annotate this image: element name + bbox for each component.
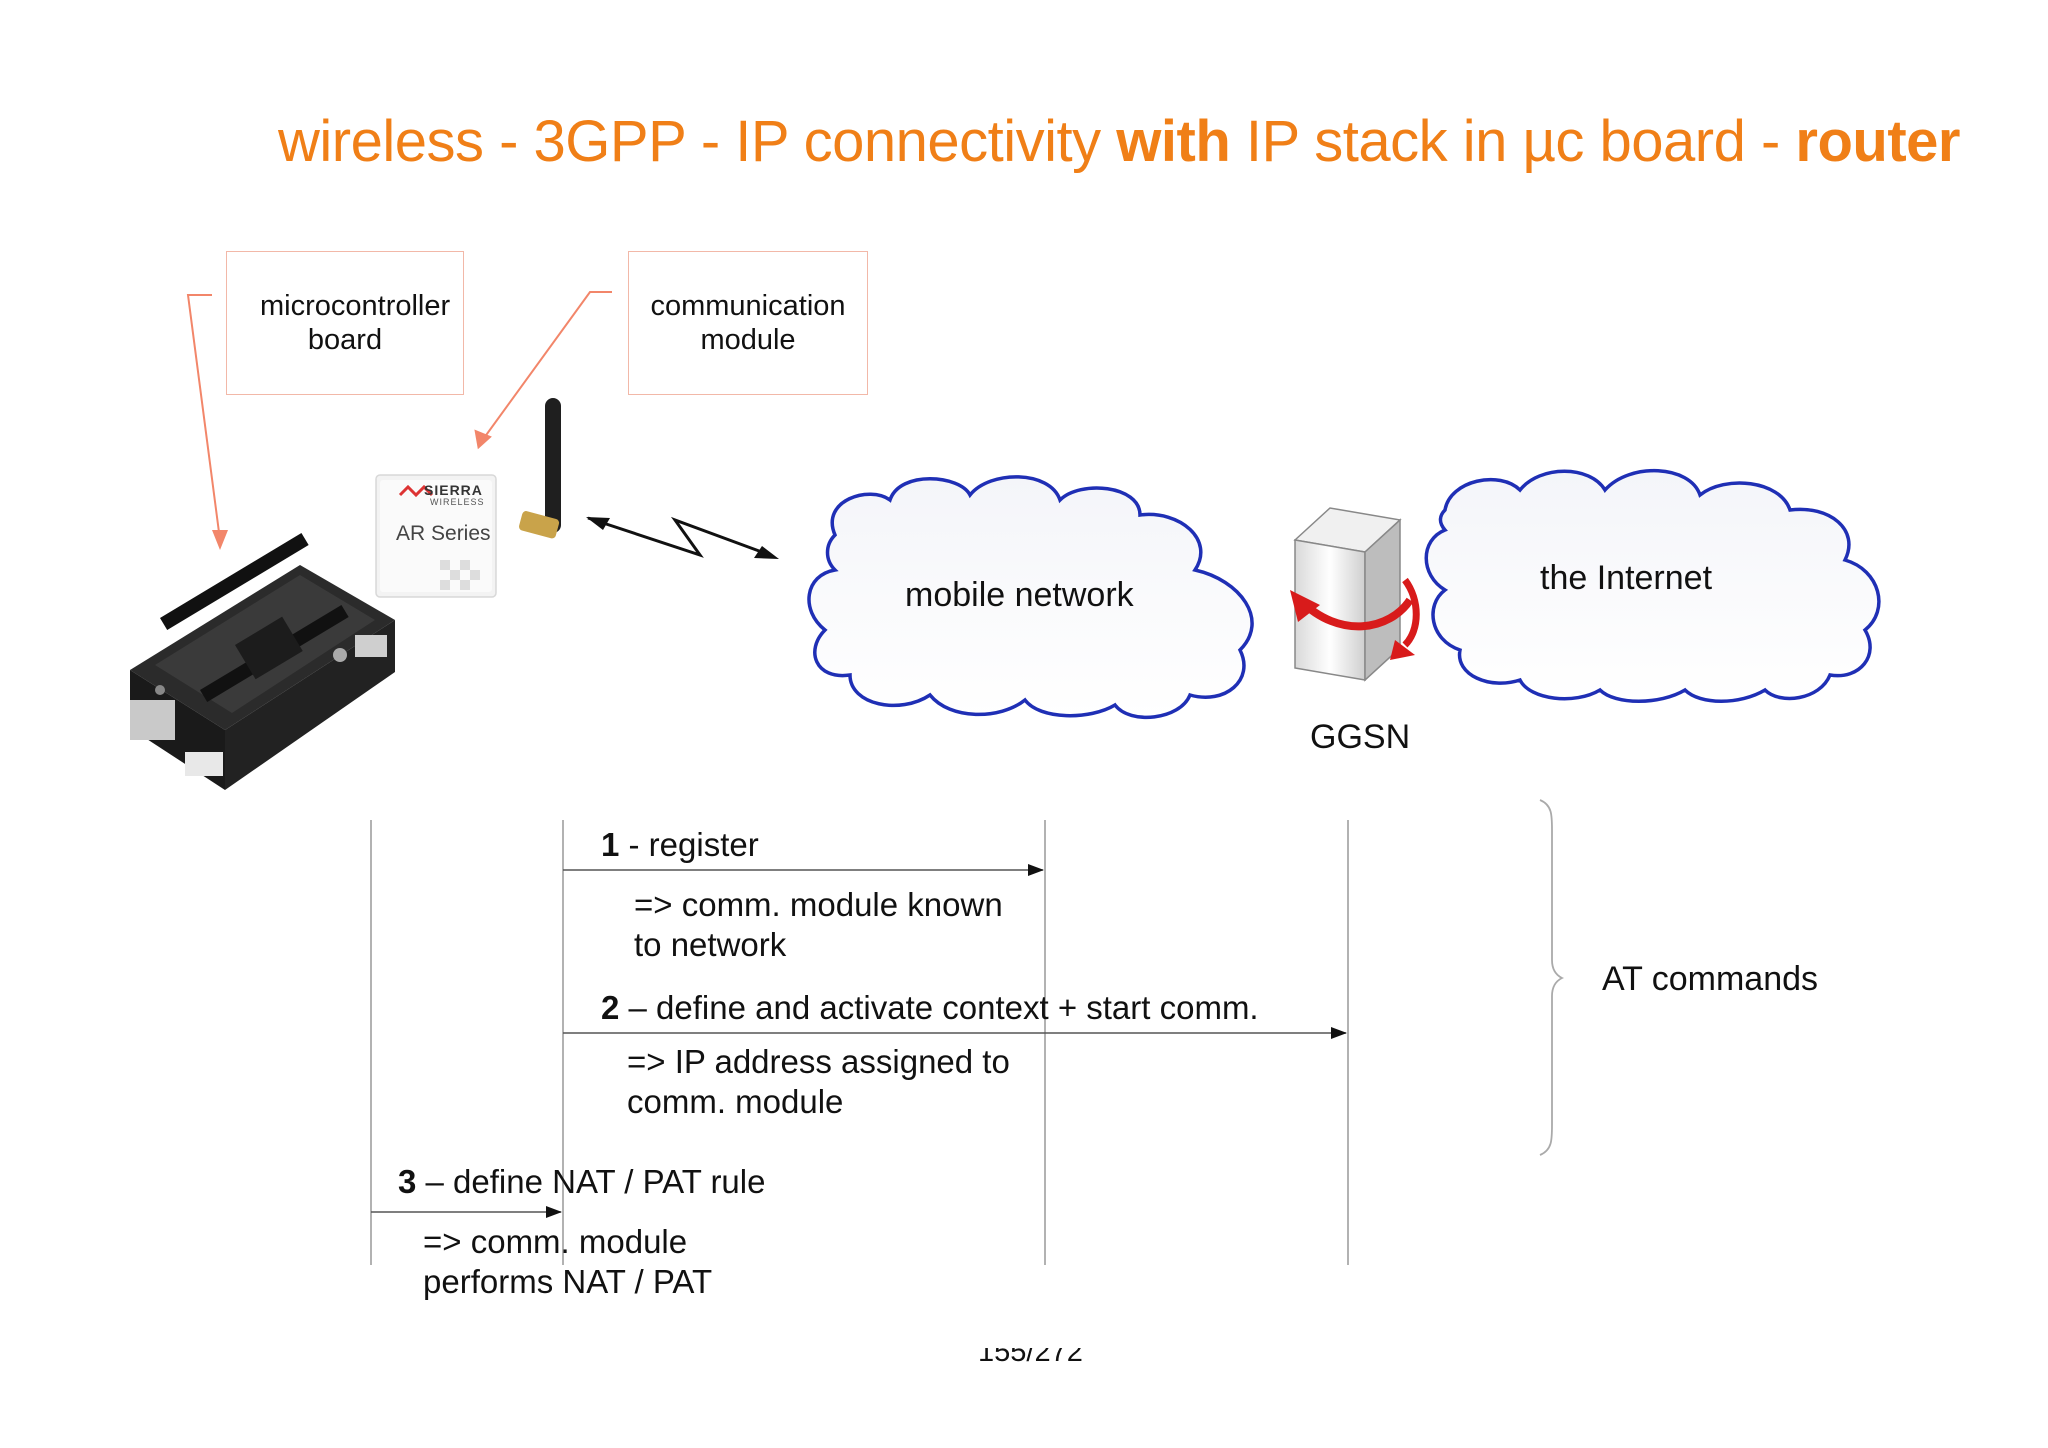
mobile-network-cloud	[807, 475, 1254, 719]
module-series: AR Series	[396, 522, 491, 545]
microcontroller-board-image	[130, 533, 395, 790]
callout-arrow-module	[474, 291, 612, 450]
step-1-label: 1 - register	[601, 826, 759, 863]
internet-cloud	[1424, 469, 1881, 703]
mobile-network-label: mobile network	[905, 576, 1134, 614]
communication-module-image	[375, 474, 497, 598]
antenna-image	[518, 398, 561, 539]
step-3-note: => comm. module performs NAT / PAT	[423, 1223, 713, 1300]
module-brand-name: SIERRA	[424, 482, 483, 498]
radio-link-arrow	[586, 516, 779, 559]
page-number: 155/272	[978, 1348, 1083, 1368]
ggsn-label: GGSN	[1310, 718, 1411, 756]
at-commands-brace	[1539, 799, 1565, 1156]
page-number-clip: 155/272	[960, 1348, 1100, 1368]
step-1-note: => comm. module known to network	[634, 886, 1003, 963]
callout-arrow-microcontroller	[186, 294, 228, 550]
ggsn-server-icon	[1290, 507, 1420, 682]
slide-title: wireless - 3GPP - IP connectivity with I…	[278, 109, 1960, 174]
microcontroller-board-label: microcontroller board	[226, 251, 464, 395]
step-2-label: 2 – define and activate context + start …	[601, 989, 1259, 1026]
module-brand-sub: WIRELESS	[430, 497, 485, 507]
communication-module-label: communication module	[628, 251, 868, 395]
step-3-label: 3 – define NAT / PAT rule	[398, 1163, 766, 1200]
step-2-note: => IP address assigned to comm. module	[627, 1043, 1010, 1120]
internet-label: the Internet	[1540, 559, 1713, 597]
at-commands-label: AT commands	[1602, 960, 1819, 998]
